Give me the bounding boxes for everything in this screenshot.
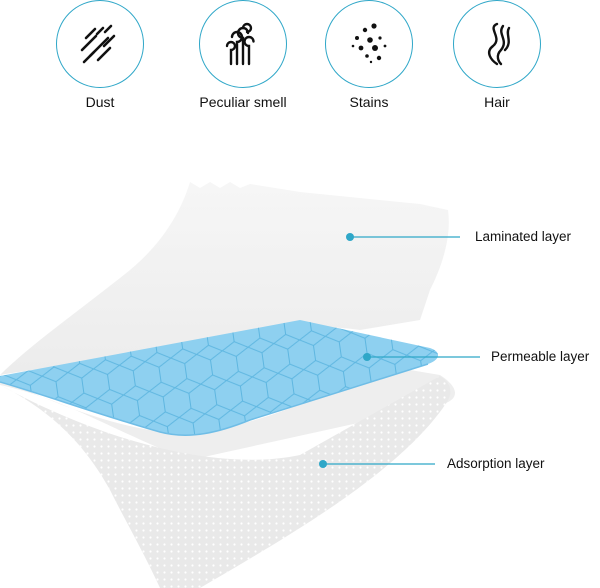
permeable-layer-label: Permeable layer bbox=[491, 349, 590, 364]
hair-icon bbox=[453, 0, 541, 88]
laminated-layer bbox=[0, 182, 449, 375]
laminated-layer-label: Laminated layer bbox=[475, 229, 572, 244]
layer-diagram: Laminated layer Permeable layer Adsorpti… bbox=[0, 170, 600, 588]
permeable-layer bbox=[0, 320, 439, 436]
adsorption-layer-label: Adsorption layer bbox=[447, 456, 545, 471]
contaminant-icon-row: Dust Peculiar smell bbox=[0, 0, 600, 120]
icon-label-dust: Dust bbox=[85, 94, 115, 110]
leader-lines bbox=[319, 233, 480, 468]
dust-icon bbox=[56, 0, 144, 88]
layer-illustration bbox=[0, 182, 480, 588]
stains-icon bbox=[325, 0, 413, 88]
icon-label-stains: Stains bbox=[349, 94, 389, 110]
icon-label-hair: Hair bbox=[484, 94, 510, 110]
icon-item-hair: Hair bbox=[437, 0, 557, 118]
icon-item-smell: Peculiar smell bbox=[183, 0, 303, 118]
icon-label-smell: Peculiar smell bbox=[199, 94, 287, 110]
smell-icon bbox=[199, 0, 287, 88]
icon-item-dust: Dust bbox=[40, 0, 160, 118]
icon-item-stains: Stains bbox=[309, 0, 429, 118]
